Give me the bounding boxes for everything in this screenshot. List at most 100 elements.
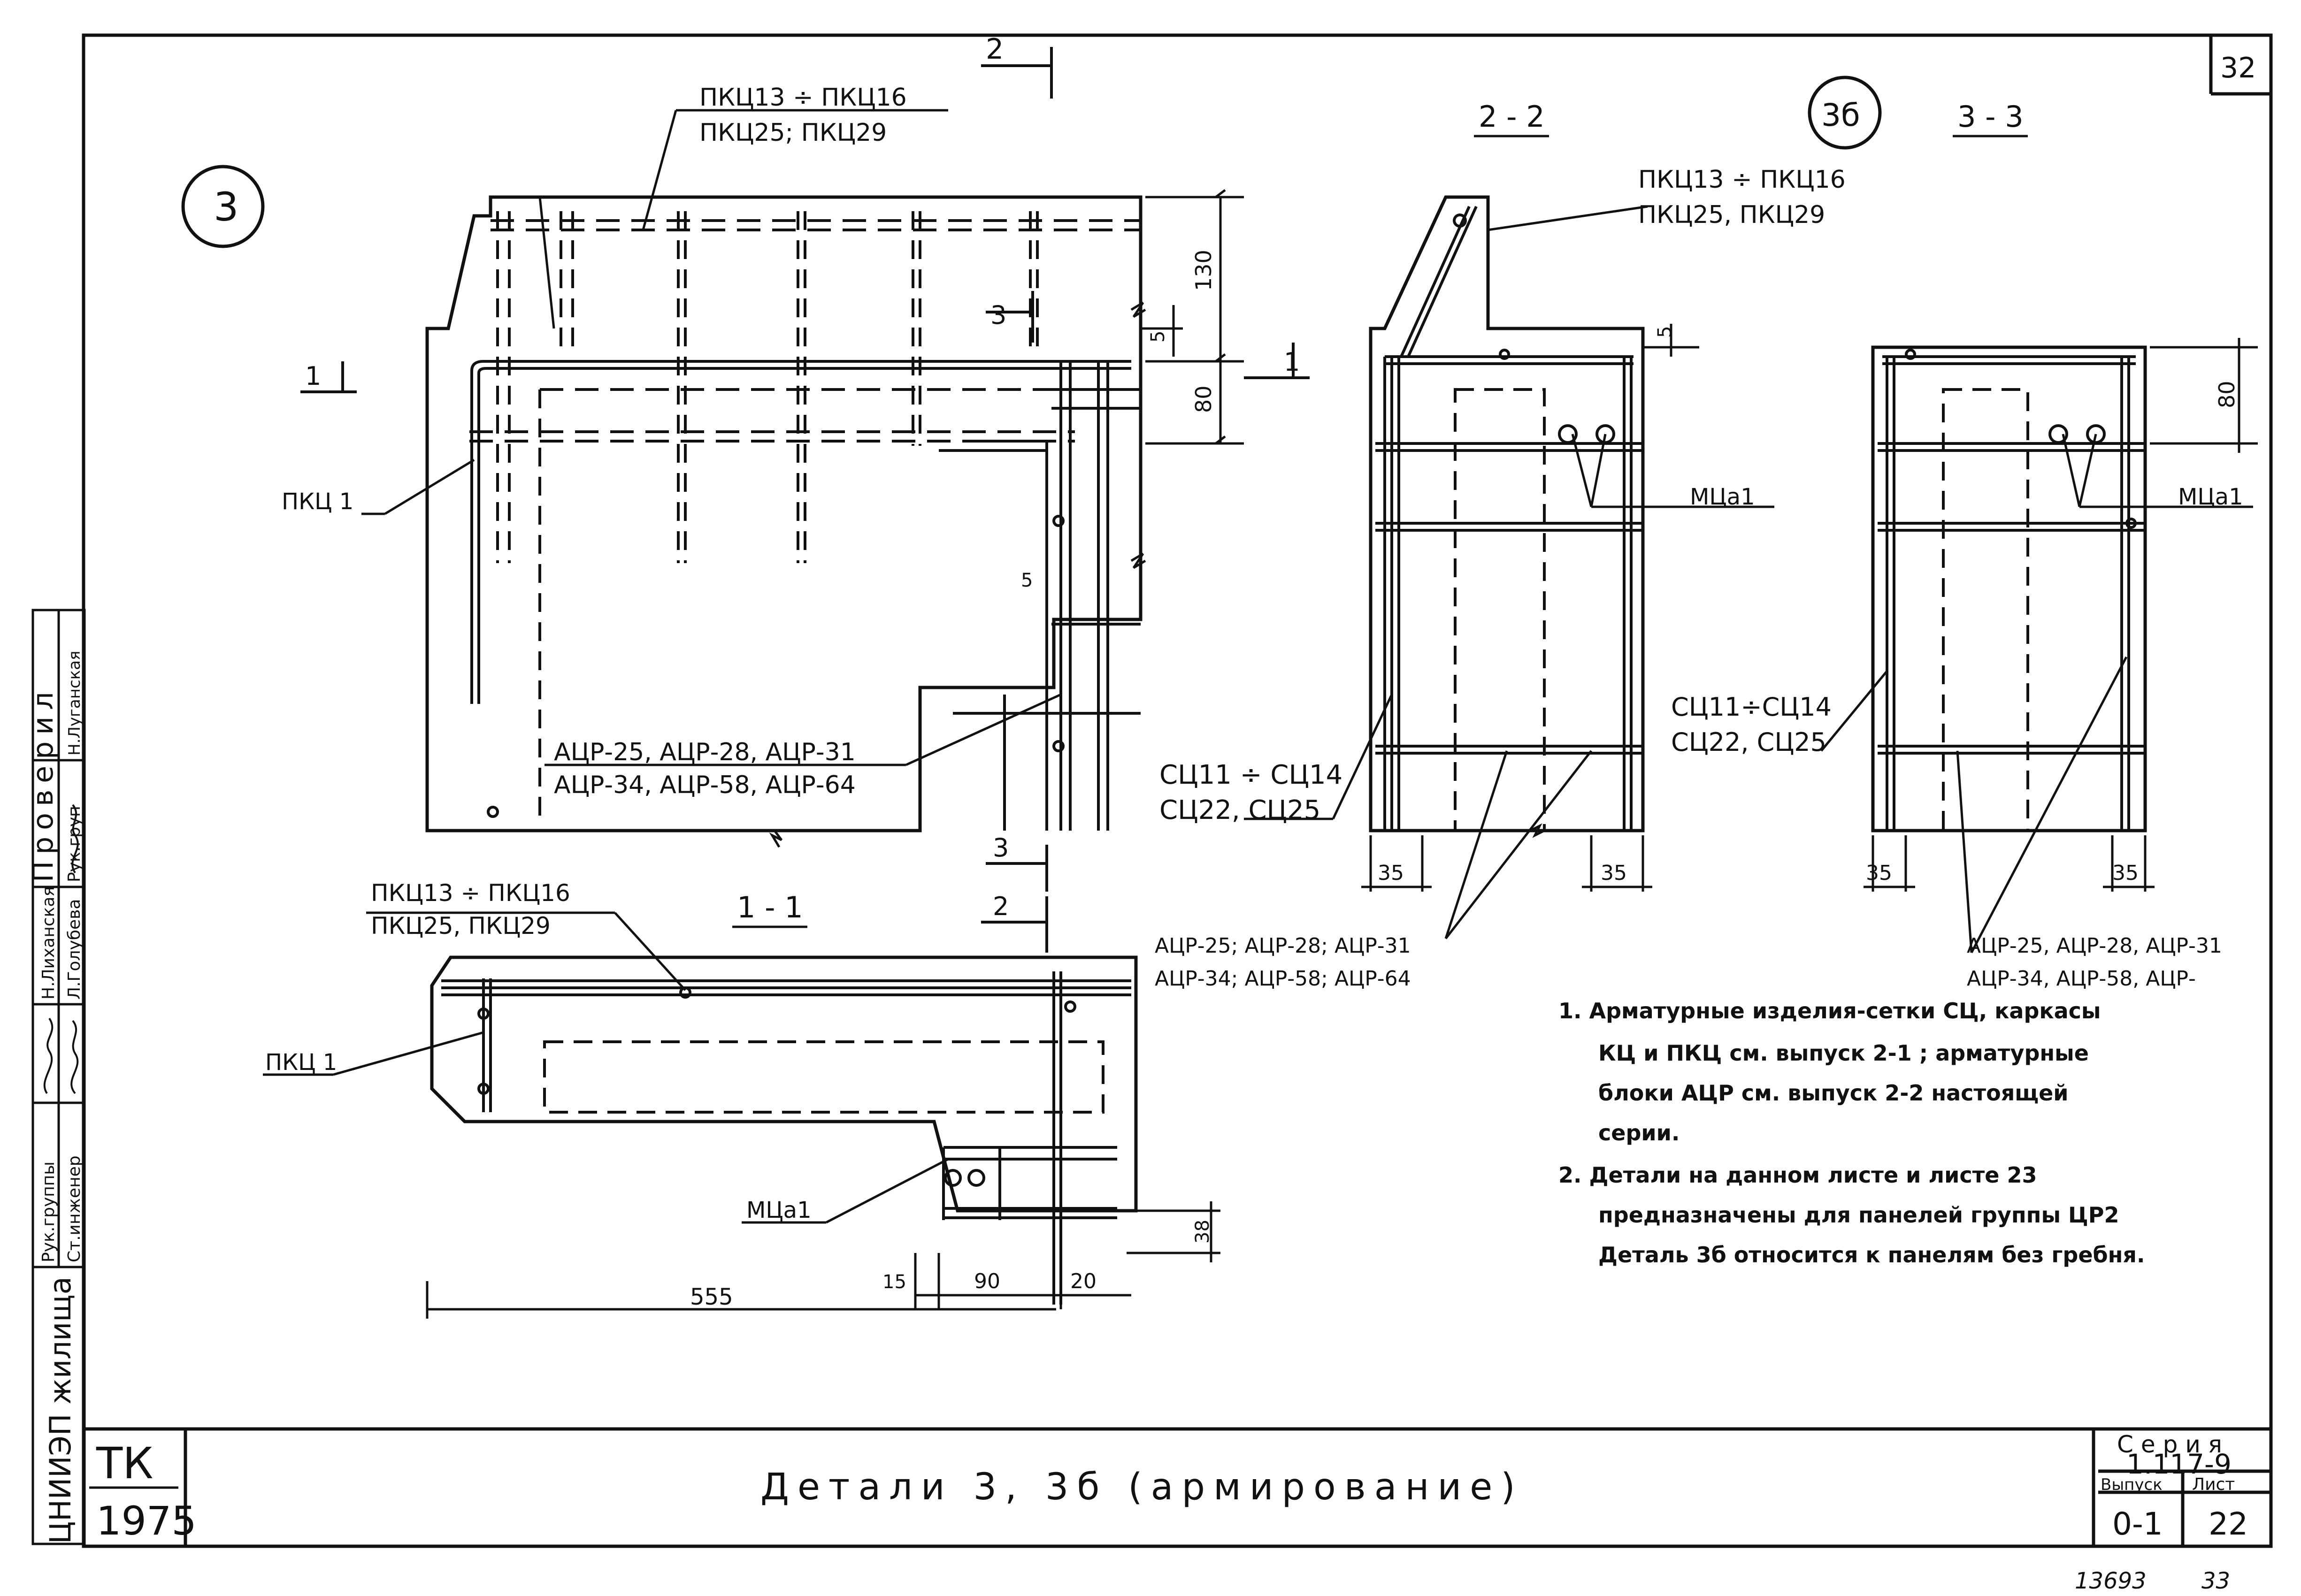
tk-mark: ТК xyxy=(96,1438,153,1489)
note-line-1: 1. Арматурные изделия-сетки СЦ, каркасы xyxy=(1558,998,2101,1023)
dim-35-b: 35 xyxy=(1601,861,1627,885)
label-mca-33: МЦа1 xyxy=(2178,484,2243,510)
label-mca-22: МЦа1 xyxy=(1690,484,1755,510)
dim-80: 80 xyxy=(1191,385,1216,413)
plan-bars xyxy=(441,971,1131,1305)
label-acr-main-2: АЦР-34, АЦР-58, АЦР-64 xyxy=(554,771,856,799)
cut-2-bottom: 2 xyxy=(993,892,1009,921)
section-3-3: 3б 3 - 3 xyxy=(1671,76,2258,991)
section-2-2-void xyxy=(1454,388,1546,832)
section-3-3-bars xyxy=(1878,349,2145,831)
notes: 1. Арматурные изделия-сетки СЦ, каркасы … xyxy=(1558,998,2145,1268)
label-pkc1-plan: ПКЦ 1 xyxy=(265,1049,337,1076)
detail-3-elevation: 3 xyxy=(181,33,1310,953)
role-lead: Рук.группы xyxy=(39,1161,58,1262)
section-3-3-leaders xyxy=(1820,434,2253,954)
cut-3-bottom: 3 xyxy=(993,833,1009,863)
label-acr-33-2: АЦР-34, АЦР-58, АЦР- xyxy=(1967,967,2196,991)
note-line-7: Деталь 3б относится к панелям без гребня… xyxy=(1598,1242,2145,1268)
signature-lead xyxy=(43,1017,54,1094)
break-mark-right-2 xyxy=(1130,552,1146,569)
label-sc-22-1: СЦ11 ÷ СЦ14 xyxy=(1159,760,1342,790)
note-line-4: серии. xyxy=(1598,1120,1680,1145)
panel-top-step xyxy=(538,197,555,329)
section-3-3-void xyxy=(1942,388,2029,832)
section-1-1-title: 1 - 1 xyxy=(737,890,803,924)
plan-outline xyxy=(430,955,1138,1213)
section-3-3-title: 3 - 3 xyxy=(1957,99,2024,134)
dim-80-3-3: 80 xyxy=(2214,381,2240,408)
check-role: Рук.груп xyxy=(65,806,84,882)
section-2-2-title: 2 - 2 xyxy=(1479,99,1545,134)
acr-block xyxy=(487,361,1141,831)
label-sc-33-2: СЦ22, СЦ25 xyxy=(1671,727,1826,757)
dim-130: 130 xyxy=(1191,250,1216,291)
dim-35-c: 35 xyxy=(1866,861,1892,885)
cut-3-top: 3 xyxy=(990,300,1006,330)
section-2-2-leaders xyxy=(1244,205,1774,939)
label-sc-22-2: СЦ22, СЦ25 xyxy=(1159,795,1320,825)
side-title-block xyxy=(31,609,86,1545)
dim-90: 90 xyxy=(974,1269,1000,1293)
name-lead: Н.Лиханская xyxy=(39,886,58,1000)
name-engineer: Л.Голубева xyxy=(65,899,84,1000)
archive-number-2: 33 xyxy=(2201,1568,2230,1594)
stirrups-pkc xyxy=(496,211,1039,821)
note-line-2: КЦ и ПКЦ см. выпуск 2-1 ; арматурные xyxy=(1598,1040,2089,1066)
check-name: Н.Луганская xyxy=(65,650,84,756)
detail-3-circle xyxy=(181,165,265,248)
section-1-1: 1 - 1 xyxy=(263,879,1220,1319)
label-pkc-11-2: ПКЦ25, ПКЦ29 xyxy=(371,912,551,939)
dim-38: 38 xyxy=(1192,1220,1213,1244)
label-acr-22-1: АЦР-25; АЦР-28; АЦР-31 xyxy=(1155,934,1411,958)
section-2-2-bars xyxy=(1375,206,1643,831)
dim-35-d: 35 xyxy=(2112,861,2139,885)
drawing-title: Детали 3, 3б (армирование) xyxy=(760,1466,1524,1508)
detail-3b-marker: 3б xyxy=(1821,97,1860,133)
elevation-dimensions xyxy=(1141,189,1244,445)
panel-outline xyxy=(425,195,1143,832)
plan-leaders xyxy=(263,911,949,1224)
cut-2-top: 2 xyxy=(986,33,1004,66)
section-2-2: 2 - 2 xyxy=(1155,99,1846,991)
org-name: ЦНИИЭП жилища xyxy=(43,1276,77,1544)
issue-value: 0-1 xyxy=(2112,1506,2163,1542)
label-pkc1-elevation: ПКЦ 1 xyxy=(282,489,353,515)
archive-number: 13693 xyxy=(2075,1568,2147,1594)
dim-5-side: 5 xyxy=(1021,570,1033,591)
elevation-leaders xyxy=(361,109,1062,766)
label-acr-main-1: АЦР-25, АЦР-28, АЦР-31 xyxy=(554,738,856,766)
detail-3-marker: 3 xyxy=(214,184,238,230)
note-line-3: блоки АЦР см. выпуск 2-2 настоящей xyxy=(1598,1080,2069,1106)
issue-label: Выпуск xyxy=(2101,1475,2163,1494)
dim-5-top: 5 xyxy=(1147,331,1169,343)
plan-dimensions xyxy=(426,1201,1220,1319)
year-mark: 1975 xyxy=(96,1498,197,1544)
cut-arrows xyxy=(300,47,1310,953)
break-2-2 xyxy=(1529,823,1545,838)
dashed-bars xyxy=(469,219,1141,443)
label-pkc-top-1: ПКЦ13 ÷ ПКЦ16 xyxy=(699,84,907,112)
detail-3b-circle xyxy=(1808,76,1882,150)
label-pkc-11-1: ПКЦ13 ÷ ПКЦ16 xyxy=(371,879,570,907)
series-value: 1.117-9 xyxy=(2126,1448,2232,1480)
label-mca-plan: МЦа1 xyxy=(746,1197,812,1223)
signature-check xyxy=(71,804,79,874)
section-2-2-dims xyxy=(1361,324,1699,892)
label-pkc-22-2: ПКЦ25, ПКЦ29 xyxy=(1638,201,1825,229)
signature-engineer xyxy=(70,1020,79,1094)
role-engineer: Ст.инженер xyxy=(65,1155,84,1262)
dim-15: 15 xyxy=(882,1271,906,1293)
label-pkc-22-1: ПКЦ13 ÷ ПКЦ16 xyxy=(1638,166,1846,194)
dim-555: 555 xyxy=(690,1284,733,1310)
series-label: Серия xyxy=(2117,1431,2230,1458)
note-line-5: 2. Детали на данном листе и листе 23 xyxy=(1558,1162,2037,1188)
note-line-6: предназначены для панелей группы ЦР2 xyxy=(1598,1202,2119,1228)
label-sc-33-1: СЦ11÷СЦ14 xyxy=(1671,692,1832,722)
check-header: Проверил xyxy=(27,685,60,882)
section-2-2-outline xyxy=(1369,195,1645,832)
dim-35-a: 35 xyxy=(1378,861,1404,885)
sheet-value: 22 xyxy=(2209,1506,2248,1542)
section-3-3-outline xyxy=(1871,345,2147,832)
